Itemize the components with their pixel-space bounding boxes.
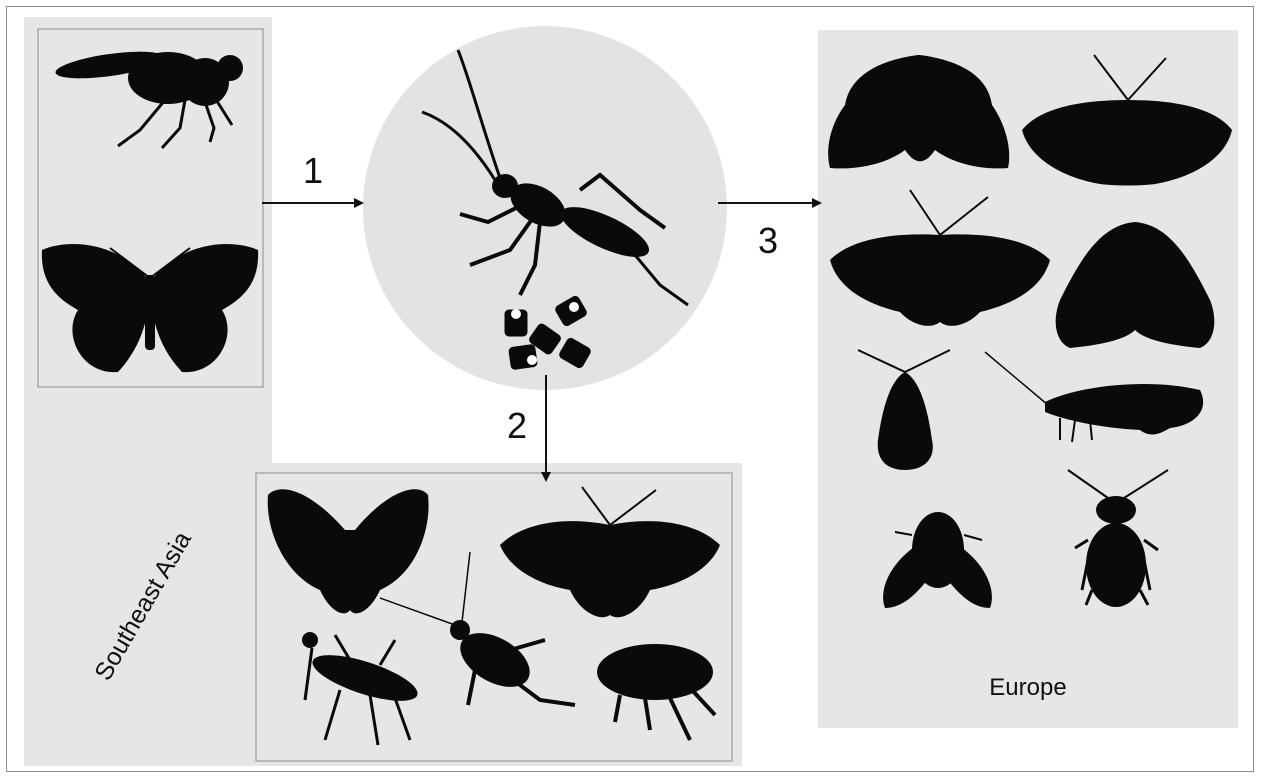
step-label-3: 3 (758, 220, 778, 261)
europe-label: Europe (989, 674, 1066, 701)
step-label-1: 1 (303, 150, 323, 191)
step-label-2: 2 (507, 405, 527, 446)
